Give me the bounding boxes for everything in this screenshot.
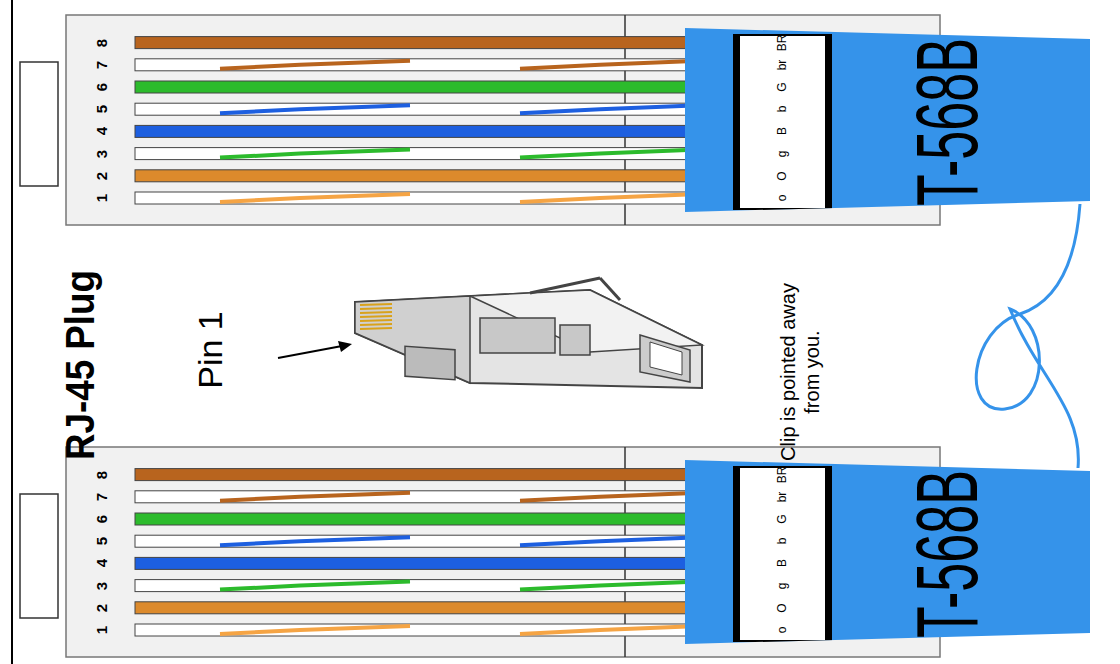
color-code-letter: B — [776, 559, 788, 567]
pin-number: 3 — [94, 149, 109, 157]
color-code-letter: O — [776, 603, 788, 612]
color-code-letter: g — [776, 582, 788, 589]
pin-number: 6 — [94, 515, 109, 523]
pin-number: 2 — [94, 172, 109, 180]
wire-panel — [20, 15, 940, 225]
pin-number: 6 — [94, 83, 109, 91]
pin-number: 5 — [94, 537, 109, 545]
color-code-letter: o — [776, 627, 788, 634]
pin-number: 1 — [94, 626, 109, 634]
rj45-plug-drawing — [278, 278, 702, 388]
edge-line — [11, 0, 13, 664]
color-code-letter: b — [776, 106, 788, 113]
color-code-letter: b — [776, 538, 788, 545]
color-code-letter: br — [776, 491, 788, 502]
pin-one-label: Pin 1 — [193, 311, 227, 389]
pin-number: 5 — [94, 105, 109, 113]
clip-note: Clip is pointed away from you. — [776, 282, 824, 462]
plug-jacket: T-568B o Og Bb Gbr BR — [685, 460, 1090, 644]
pin-number: 1 — [94, 194, 109, 202]
pin-number: 8 — [94, 470, 109, 478]
pin-number: 7 — [94, 493, 109, 501]
wire-group — [20, 15, 940, 657]
color-code-label: o Og Bb Gbr BR — [733, 34, 832, 210]
color-code-letter: G — [776, 514, 788, 523]
color-code-letter: o — [776, 195, 788, 202]
pin-number: 7 — [94, 61, 109, 69]
color-code-letter: BR — [776, 34, 788, 51]
color-code-letter: br — [776, 59, 788, 70]
color-code-label: o Og Bb Gbr BR — [733, 466, 832, 642]
color-code-letter: O — [776, 171, 788, 180]
plug-jacket: T-568B o Og Bb Gbr BR — [685, 28, 1090, 212]
wire-panel — [20, 447, 940, 657]
color-code-letter: B — [776, 127, 788, 135]
cable-connector — [976, 204, 1080, 468]
pin-number: 8 — [94, 38, 109, 46]
pin-number: 2 — [94, 604, 109, 612]
color-code-letter: g — [776, 150, 788, 157]
standard-title: T-568B — [903, 38, 991, 206]
color-code-letter: G — [776, 82, 788, 91]
standard-title: T-568B — [903, 470, 991, 638]
pin-number: 4 — [94, 127, 109, 135]
color-code-letter: BR — [776, 466, 788, 483]
pin-number: 3 — [94, 581, 109, 589]
pin-number: 4 — [94, 559, 109, 567]
plug-heading: RJ-45 Plug — [60, 270, 100, 460]
